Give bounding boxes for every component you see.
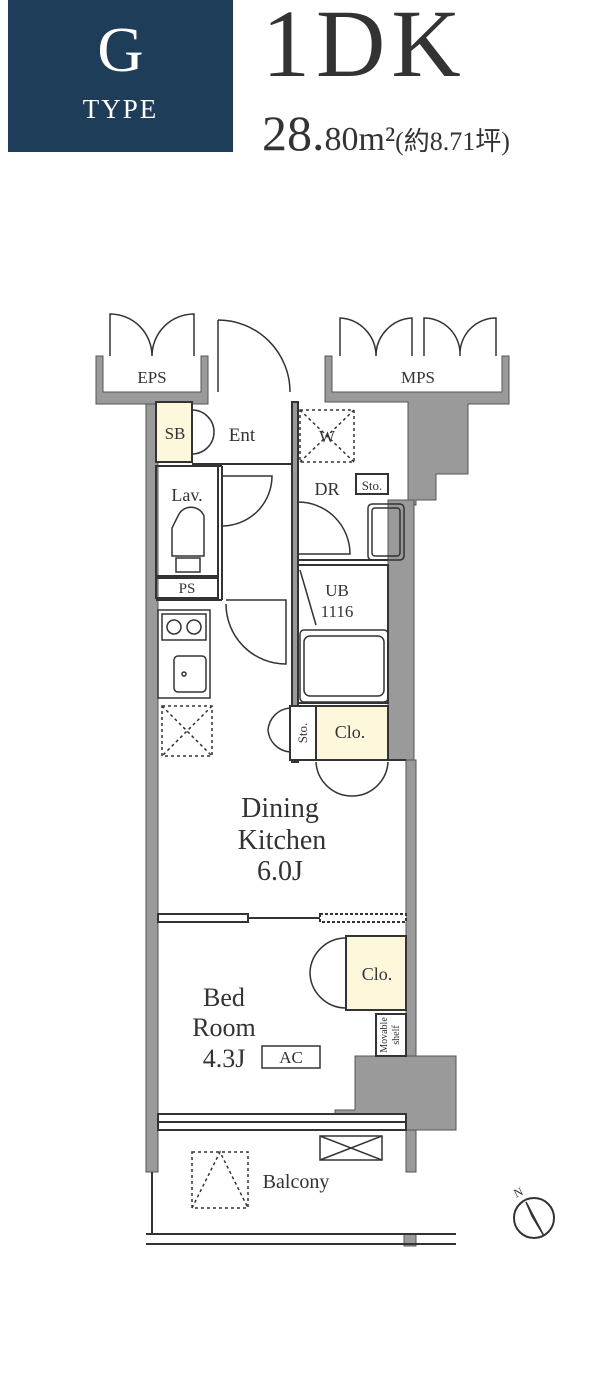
hall-door (225, 599, 287, 665)
label-balcony: Balcony (263, 1171, 330, 1193)
stove (161, 613, 207, 641)
bathtub (303, 635, 385, 697)
mps-doors-2 (423, 317, 497, 357)
label-bed: Bed (203, 983, 245, 1012)
area-decimal: 80 (324, 121, 359, 158)
label-north: N (511, 1184, 525, 1200)
dk-sliding-door (319, 913, 407, 923)
eps-doors (109, 313, 195, 357)
ub-door (299, 569, 317, 626)
sto-kitchen-box (289, 705, 317, 761)
outdoor-unit-mark (191, 1150, 249, 1209)
fixtures (157, 409, 405, 1209)
lav-room (155, 465, 219, 577)
mps-doors-1 (339, 317, 413, 357)
label-dr: DR (314, 479, 339, 499)
toilet (171, 506, 205, 557)
area-tsubo: (約8.71坪) (395, 127, 510, 156)
washbasin (367, 503, 405, 561)
burner-1 (166, 619, 182, 635)
type-letter: G (97, 14, 144, 85)
sto-kitchen-doors (267, 707, 291, 753)
clo-bed-box (345, 935, 407, 1011)
label-bed-size: 4.3J (203, 1044, 246, 1073)
washer-space (299, 409, 355, 463)
label-dining: Dining (241, 793, 319, 824)
burner-2 (186, 619, 202, 635)
label-w: W (319, 427, 336, 446)
ps-box (155, 577, 219, 599)
type-word: TYPE (82, 94, 159, 124)
dk-door-frame (157, 913, 249, 923)
floor-area: 28.80m²(約8.71坪) (262, 104, 510, 162)
shaft-wall (387, 499, 415, 761)
label-sto-kitchen: Sto. (295, 723, 310, 744)
north-arrow: N (511, 1184, 555, 1239)
area-unit: m² (358, 121, 396, 158)
sb-box (155, 401, 193, 463)
fridge-cross (161, 705, 213, 757)
balcony-hatch-cross (319, 1135, 383, 1161)
interior-walls (146, 401, 456, 1245)
washbasin-inner (371, 507, 401, 557)
sto-dr-box (355, 473, 389, 495)
type-badge: G TYPE (8, 0, 233, 152)
room-labels: EPS MPS SB Ent W DR Sto. Lav. PS UB 1116… (137, 368, 435, 1193)
lav-door (221, 475, 273, 527)
label-shelf: shelf (391, 1025, 402, 1045)
label-room: Room (192, 1013, 256, 1042)
label-sb: SB (165, 424, 186, 443)
label-ac: AC (279, 1048, 303, 1067)
fridge-space (161, 705, 213, 757)
layout-name: 1DK (262, 0, 467, 97)
label-mps: MPS (401, 368, 435, 387)
label-ub: UB (325, 581, 349, 600)
label-ub-size: 1116 (321, 602, 354, 621)
label-ent: Ent (229, 425, 256, 446)
movable-shelf-box (375, 1013, 407, 1057)
balcony-hatch (319, 1135, 383, 1161)
outdoor-unit-space (191, 1151, 249, 1209)
toilet-tank (175, 557, 201, 573)
storage (289, 473, 407, 1057)
bathtub-outer (299, 629, 389, 703)
sb-doors (191, 409, 215, 455)
label-lav: Lav. (171, 485, 202, 505)
eps-wall (95, 355, 209, 405)
label-dk-size: 6.0J (257, 856, 303, 887)
clo-kitchen-doors (315, 761, 389, 797)
dr-door (297, 501, 351, 555)
label-clo-kitchen: Clo. (335, 722, 366, 742)
label-eps: EPS (137, 368, 166, 387)
sink-drain (181, 671, 187, 677)
entrance-door (217, 319, 291, 393)
compass-circle (513, 1197, 555, 1239)
door-swings (109, 313, 497, 1009)
label-movable: Movable (379, 1017, 390, 1053)
washer-cross (299, 409, 355, 463)
kitchen-sink (173, 655, 207, 693)
kitchen-counter (157, 609, 211, 699)
label-sto-dr: Sto. (362, 478, 383, 493)
mps-wall (324, 355, 510, 506)
label-ps: PS (179, 581, 196, 597)
clo-bed-doors (309, 937, 347, 1009)
label-clo-bed: Clo. (362, 964, 393, 984)
clo-kitchen-box (315, 705, 389, 761)
area-integer: 28. (262, 105, 325, 161)
compass-needle-icon (525, 1201, 545, 1237)
ac-box (261, 1045, 321, 1069)
label-kitchen: Kitchen (238, 825, 327, 856)
